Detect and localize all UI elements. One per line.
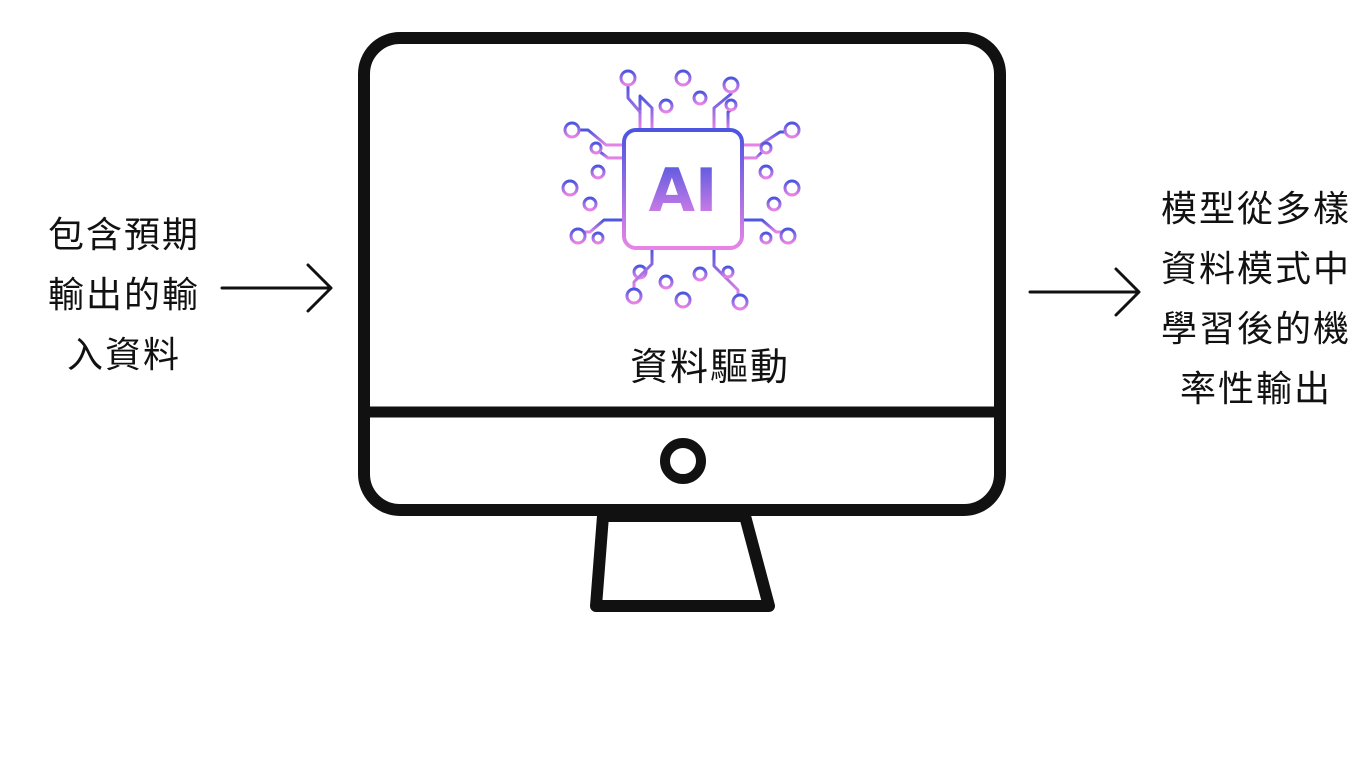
monitor-icon [358,32,1006,612]
circuit-node [658,98,674,114]
ai-chip-icon [561,69,801,311]
circuit-node [783,121,801,139]
circuit-trace [638,94,654,132]
output-arrow-icon [1028,267,1141,317]
circuit-trace [740,150,764,160]
circuit-node [625,287,643,305]
circuit-node [582,196,598,212]
input-line-3: 入資料 [66,335,181,376]
chip-label: AI [649,156,718,226]
process-label: 資料驅動 [629,345,790,389]
output-line-1: 模型從多樣 [1160,189,1351,230]
circuit-node [759,141,773,155]
circuit-trace [576,128,626,147]
output-description: 模型從多樣 資料模式中 學習後的機 率性輸出 [1150,180,1362,420]
power-button-icon [660,438,706,484]
circuit-node [731,293,749,311]
circuit-node [591,231,605,245]
circuit-trace [626,82,642,132]
input-line-1: 包含預期 [47,215,200,256]
input-line-2: 輸出的輸 [47,275,200,316]
circuit-node [766,196,782,212]
output-line-2: 資料模式中 [1160,249,1351,290]
circuit-trace [740,130,788,147]
circuit-node [722,76,740,94]
circuit-trace [632,246,654,292]
circuit-node [674,69,692,87]
circuit-node [561,179,579,197]
circuit-trace [582,218,626,234]
circuit-node [692,266,708,282]
circuit-node [692,90,708,106]
circuit-trace [598,150,626,160]
circuit-node [759,231,773,245]
circuit-node [569,227,587,245]
circuit-trace [740,218,784,234]
output-line-3: 學習後的機 [1160,309,1351,350]
circuit-node [590,164,606,180]
input-arrow-icon [220,263,333,313]
circuit-node [619,69,637,87]
ai-chip-body: AI [622,128,744,250]
input-description: 包含預期 輸出的輸 入資料 [36,206,212,386]
output-line-4: 率性輸出 [1179,369,1332,410]
circuit-node [674,291,692,309]
circuit-node [721,265,735,279]
circuit-node [658,274,674,290]
circuit-node [563,121,581,139]
circuit-node [779,227,797,245]
circuit-node [724,98,738,112]
circuit-node [783,179,801,197]
circuit-node [589,141,603,155]
circuit-node [758,164,774,180]
circuit-trace [726,108,733,132]
